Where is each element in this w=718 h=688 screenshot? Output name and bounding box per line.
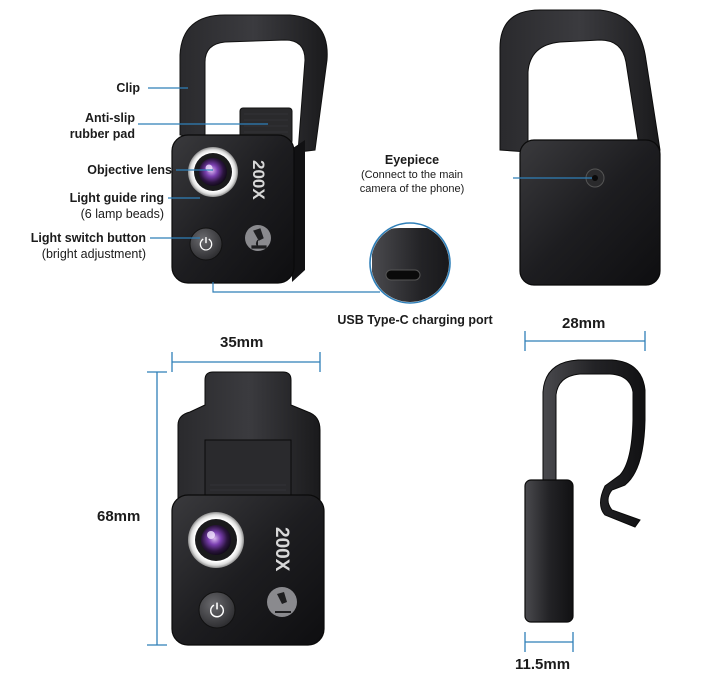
dimension-body-thickness: 11.5mm [515, 656, 571, 673]
clip-back [499, 9, 661, 153]
label-objective-lens: Objective lens [87, 163, 172, 177]
light-switch-button-2 [198, 591, 236, 629]
label-clip: Clip [116, 81, 140, 95]
usb-c-port [385, 269, 421, 281]
side-view-device [524, 359, 646, 623]
magnification-label-2: 200X [271, 527, 292, 572]
label-light-switch-button: Light switch button (bright adjustment) [30, 231, 146, 261]
objective-lens-2 [201, 525, 231, 555]
device-body-straight [171, 494, 325, 646]
dimension-width: 35mm [220, 334, 264, 351]
label-eyepiece: Eyepiece (Connect to the main camera of … [359, 153, 465, 195]
magnification-label: 200X [249, 160, 268, 200]
usb-port-magnifier [369, 222, 451, 304]
label-light-guide-ring: Light guide ring (6 lamp beads) [69, 191, 164, 221]
clip-loop [179, 14, 328, 153]
back-view-device [499, 9, 661, 286]
callout-lines [138, 87, 380, 293]
objective-lens [199, 158, 227, 186]
dimension-lines-front [147, 352, 321, 646]
device-body-side [524, 479, 574, 623]
front-straight-device: ⏻ 200X [171, 371, 325, 646]
front-view-device: ⏻ 200X [171, 14, 328, 284]
dimension-lines-side [524, 331, 646, 652]
label-usb-port: USB Type-C charging port [337, 313, 493, 327]
dimension-height: 68mm [97, 508, 141, 525]
dimension-clip-depth: 28mm [562, 315, 606, 332]
label-anti-slip: Anti-slip rubber pad [69, 111, 135, 141]
power-icon-2: ⏻ [209, 600, 224, 622]
light-switch-button [189, 227, 223, 261]
power-icon: ⏻ [199, 235, 213, 255]
device-body-back [519, 139, 661, 286]
